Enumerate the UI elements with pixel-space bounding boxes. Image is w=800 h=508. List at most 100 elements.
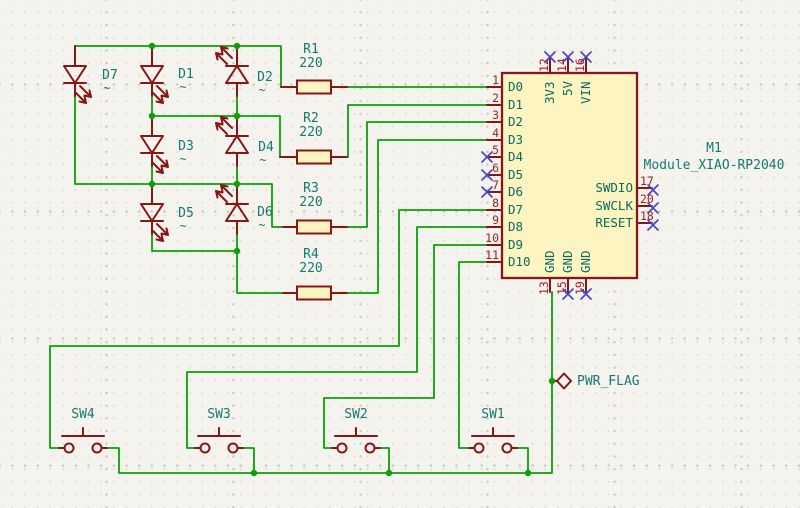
resistor-body — [296, 149, 332, 165]
led-symbol — [215, 115, 249, 167]
pin-number: 9 — [492, 213, 499, 227]
pin-number: 5 — [492, 143, 499, 157]
resistor-R1[interactable]: R1 220 — [280, 42, 348, 95]
switch-reference[interactable]: SW1 — [481, 407, 504, 422]
no-connect-icon — [544, 51, 556, 63]
switch-reference[interactable]: SW2 — [344, 407, 367, 422]
junction-dot — [524, 469, 532, 477]
wire[interactable] — [242, 447, 255, 474]
no-connect-icon — [580, 288, 592, 300]
switch-reference[interactable]: SW3 — [207, 407, 230, 422]
module-body[interactable] — [500, 71, 639, 280]
resistor-value[interactable]: 220 — [299, 195, 322, 210]
module-xiao-rp2040[interactable]: 1 2 3 4 5 6 7 8 9 10 11 D0 D1 D2 D3 D4 D… — [485, 58, 784, 295]
switch-SW3[interactable]: SW3 — [194, 407, 244, 454]
resistor-R3[interactable]: R3 220 — [282, 181, 348, 235]
module-reference[interactable]: M1 — [706, 141, 722, 156]
resistor-value[interactable]: 220 — [299, 261, 322, 276]
pin-name: VIN — [578, 81, 593, 104]
pin-number: 11 — [485, 248, 499, 262]
pin-number: 4 — [492, 126, 499, 140]
wire[interactable] — [379, 447, 390, 474]
pin-number: 12 — [537, 58, 551, 72]
led-symbol — [140, 183, 169, 242]
wire[interactable] — [458, 261, 488, 449]
wire[interactable] — [346, 121, 488, 228]
resistor-body — [296, 285, 332, 301]
resistor-reference[interactable]: R1 — [303, 42, 319, 57]
resistor-R2[interactable]: R2 220 — [279, 111, 348, 165]
wire[interactable] — [106, 291, 553, 474]
led-reference[interactable]: D5 — [178, 206, 194, 221]
no-connect-icon — [481, 169, 493, 181]
wire[interactable] — [516, 447, 529, 474]
no-connect-icon — [580, 51, 592, 63]
switch-SW1[interactable]: SW1 — [468, 407, 518, 454]
led-reference[interactable]: D2 — [257, 70, 273, 85]
switch-symbol — [331, 427, 381, 454]
led-value: ~ — [103, 81, 110, 95]
resistor-value[interactable]: 220 — [299, 125, 322, 140]
pin-name: D6 — [508, 184, 523, 199]
pin-name: 5V — [560, 80, 575, 96]
switch-SW4[interactable]: SW4 — [58, 407, 108, 454]
pin-name: D5 — [508, 167, 523, 182]
junction-dot — [233, 112, 241, 120]
junction-dot — [250, 469, 258, 477]
module-bottom-pins — [549, 277, 587, 293]
led-D5[interactable]: D5 ~ — [140, 183, 194, 242]
led-symbol — [215, 45, 249, 97]
led-reference[interactable]: D3 — [178, 139, 194, 154]
junction-dot — [148, 42, 156, 50]
wire[interactable] — [74, 95, 285, 228]
led-D3[interactable]: D3 ~ — [140, 115, 194, 174]
wire[interactable] — [346, 104, 488, 158]
led-reference[interactable]: D4 — [258, 140, 274, 155]
resistor-value[interactable]: 220 — [299, 56, 322, 71]
pin-number: 14 — [555, 58, 569, 72]
resistor-reference[interactable]: R4 — [303, 247, 319, 262]
wire[interactable] — [49, 209, 488, 449]
pin-number: 2 — [492, 91, 499, 105]
pin-number: 13 — [537, 281, 551, 295]
pin-name: D7 — [508, 202, 523, 217]
led-value: ~ — [179, 152, 186, 166]
pin-number: 10 — [485, 231, 499, 245]
no-connect-icon — [647, 202, 659, 214]
pin-number: 17 — [640, 174, 654, 188]
wire[interactable] — [346, 139, 488, 294]
pin-number: 6 — [492, 161, 499, 175]
pin-name: D10 — [508, 254, 531, 269]
wire[interactable] — [151, 233, 238, 252]
resistor-R4[interactable]: R4 220 — [282, 247, 348, 301]
led-reference[interactable]: D7 — [102, 68, 118, 83]
pin-number: 16 — [573, 58, 587, 72]
led-symbol — [140, 115, 169, 174]
led-D7[interactable]: D7 ~ — [63, 45, 118, 104]
led-reference[interactable]: D6 — [257, 205, 273, 220]
resistor-reference[interactable]: R2 — [303, 111, 319, 126]
wires — [49, 45, 553, 474]
switch-SW2[interactable]: SW2 — [331, 407, 381, 454]
led-D2[interactable]: D2 ~ — [215, 45, 273, 97]
wire[interactable] — [236, 233, 285, 294]
led-reference[interactable]: D1 — [178, 67, 194, 82]
switch-symbol — [194, 427, 244, 454]
power-flag[interactable]: PWR_FLAG — [551, 372, 640, 390]
wire[interactable] — [323, 244, 488, 449]
led-symbol — [63, 45, 92, 104]
led-D4[interactable]: D4 ~ — [215, 115, 274, 167]
wire[interactable] — [186, 226, 488, 449]
switch-reference[interactable]: SW4 — [71, 407, 95, 422]
led-D6[interactable]: D6 ~ — [215, 183, 273, 235]
resistor-reference[interactable]: R3 — [303, 181, 319, 196]
power-flag-label[interactable]: PWR_FLAG — [577, 374, 640, 389]
pin-name: D1 — [508, 97, 523, 112]
module-value[interactable]: Module_XIAO-RP2040 — [644, 158, 785, 173]
module-left-pins — [486, 86, 503, 263]
pin-name: SWDIO — [595, 180, 633, 195]
pin-number: 3 — [492, 108, 499, 122]
led-D1[interactable]: D1 ~ — [140, 45, 194, 104]
